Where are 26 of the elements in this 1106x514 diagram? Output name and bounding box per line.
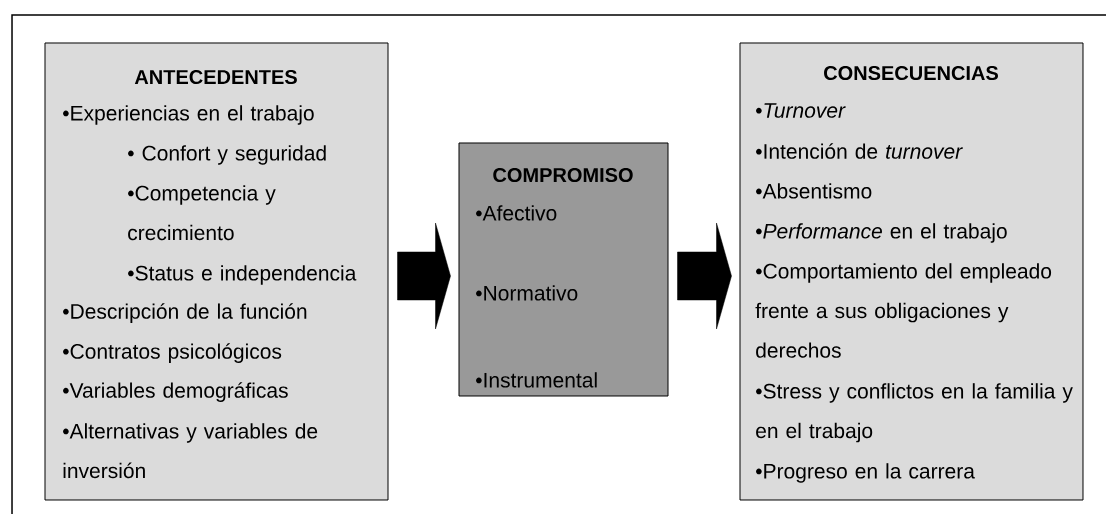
list-item: •Alternativas y variables de inversión [63, 423, 318, 479]
list-item: •Progreso en la carrera [756, 463, 975, 483]
process-box [458, 142, 669, 397]
process-box [739, 42, 1084, 501]
box-heading: CONSECUENCIAS [824, 65, 998, 81]
list-item: •Normativo [476, 285, 578, 301]
list-item: •Descripción de la función [63, 303, 307, 323]
list-item: •Afectivo [476, 205, 557, 221]
list-item: •Variables demográficas [63, 382, 288, 402]
list-item: •Contratos psicológicos [63, 343, 282, 363]
list-item: •Turnover [756, 103, 846, 118]
list-item: •Stress y conflictos en la familia y en el trabajo [756, 383, 1073, 443]
list-item: •Competencia y crecimiento [128, 185, 276, 241]
block-arrow [677, 222, 732, 330]
list-item: •Performance en el trabajo [756, 223, 1007, 243]
list-item: •Instrumental [476, 372, 597, 388]
box-heading: ANTECEDENTES [134, 69, 297, 85]
list-item: •Intención de turnover [756, 143, 963, 159]
process-box [44, 42, 389, 501]
list-item: • Confort y seguridad [128, 145, 326, 165]
list-item: •Comportamiento del empleado frente a sus obligaciones y derechos [755, 263, 1052, 358]
box-heading: COMPROMISO [493, 167, 633, 183]
list-item: •Status e independencia [128, 265, 357, 285]
block-arrow [397, 222, 451, 330]
list-item: •Absentismo [756, 183, 872, 199]
list-item: •Experiencias en el trabajo [63, 105, 314, 125]
